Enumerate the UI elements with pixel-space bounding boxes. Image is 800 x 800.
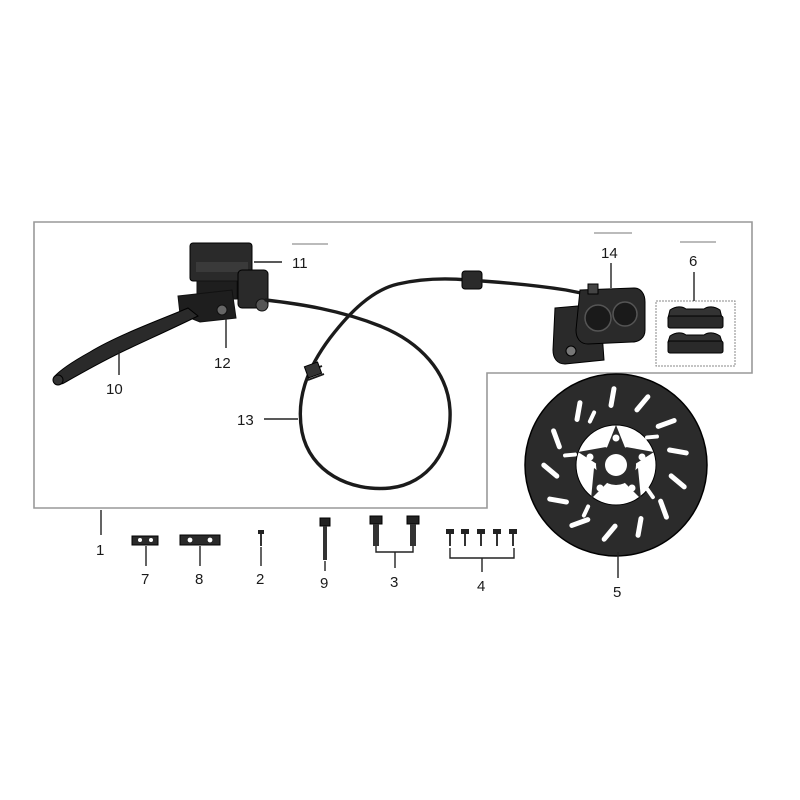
brake-lever[interactable]	[52, 307, 199, 386]
callout-8: 8	[195, 571, 203, 588]
callout-10: 10	[106, 381, 123, 398]
master-cylinder[interactable]	[189, 242, 269, 312]
bolt-9[interactable]	[319, 517, 331, 560]
screw-2[interactable]	[258, 530, 264, 546]
callout-9: 9	[320, 575, 328, 592]
screw-set-4[interactable]	[446, 529, 517, 546]
callout-2: 2	[256, 571, 264, 588]
assembly-outline	[33, 221, 753, 509]
brake-pads[interactable]	[655, 300, 736, 367]
callout-1: 1	[96, 542, 104, 559]
callout-11: 11	[292, 255, 308, 272]
brake-caliper[interactable]	[552, 283, 646, 365]
bolt-set-3[interactable]	[369, 515, 420, 546]
brake-disc[interactable]	[524, 373, 708, 557]
brake-hose[interactable]	[264, 270, 588, 491]
clamp-plate-8[interactable]	[179, 534, 221, 546]
clamp-plate-7[interactable]	[131, 535, 159, 546]
callout-5: 5	[613, 584, 621, 601]
callout-13: 13	[237, 412, 254, 429]
callout-4: 4	[477, 578, 485, 595]
callout-14: 14	[601, 245, 618, 262]
callout-7: 7	[141, 571, 149, 588]
callout-3: 3	[390, 574, 398, 591]
leader-lines	[100, 232, 716, 578]
callout-12: 12	[214, 355, 231, 372]
callout-6: 6	[689, 253, 697, 270]
